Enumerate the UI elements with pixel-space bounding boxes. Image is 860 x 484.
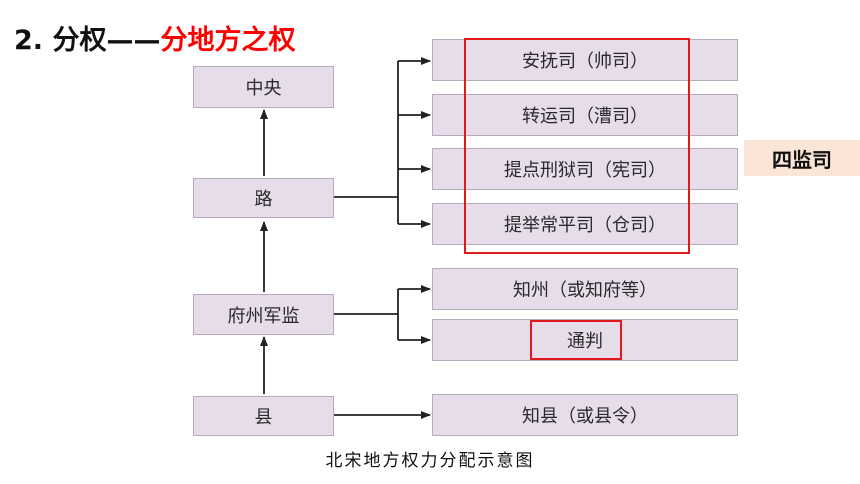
- four-supervisors-badge: 四监司: [744, 140, 860, 176]
- heading-highlight: 分地方之权: [160, 25, 296, 56]
- office-zhizhou: 知州（或知府等）: [432, 268, 738, 310]
- box-prefecture: 府州军监: [193, 294, 334, 335]
- diagram-caption: 北宋地方权力分配示意图: [325, 451, 535, 471]
- tongpan-frame: [530, 320, 622, 360]
- office-zhuanyunsi: 转运司（漕司）: [432, 94, 738, 136]
- slide-heading: 2. 分权——分地方之权: [14, 18, 295, 57]
- box-central: 中央: [193, 66, 334, 108]
- heading-prefix: 2. 分权——: [14, 25, 161, 56]
- office-tidianxingyusi: 提点刑狱司（宪司）: [432, 148, 738, 190]
- four-supervisors-frame: [464, 38, 690, 254]
- box-county: 县: [193, 396, 334, 436]
- office-zhixian: 知县（或县令）: [432, 394, 738, 436]
- office-tongpan: 通判: [432, 319, 738, 361]
- office-tijuchangpingsi: 提举常平司（仓司）: [432, 203, 738, 245]
- box-route: 路: [193, 178, 334, 218]
